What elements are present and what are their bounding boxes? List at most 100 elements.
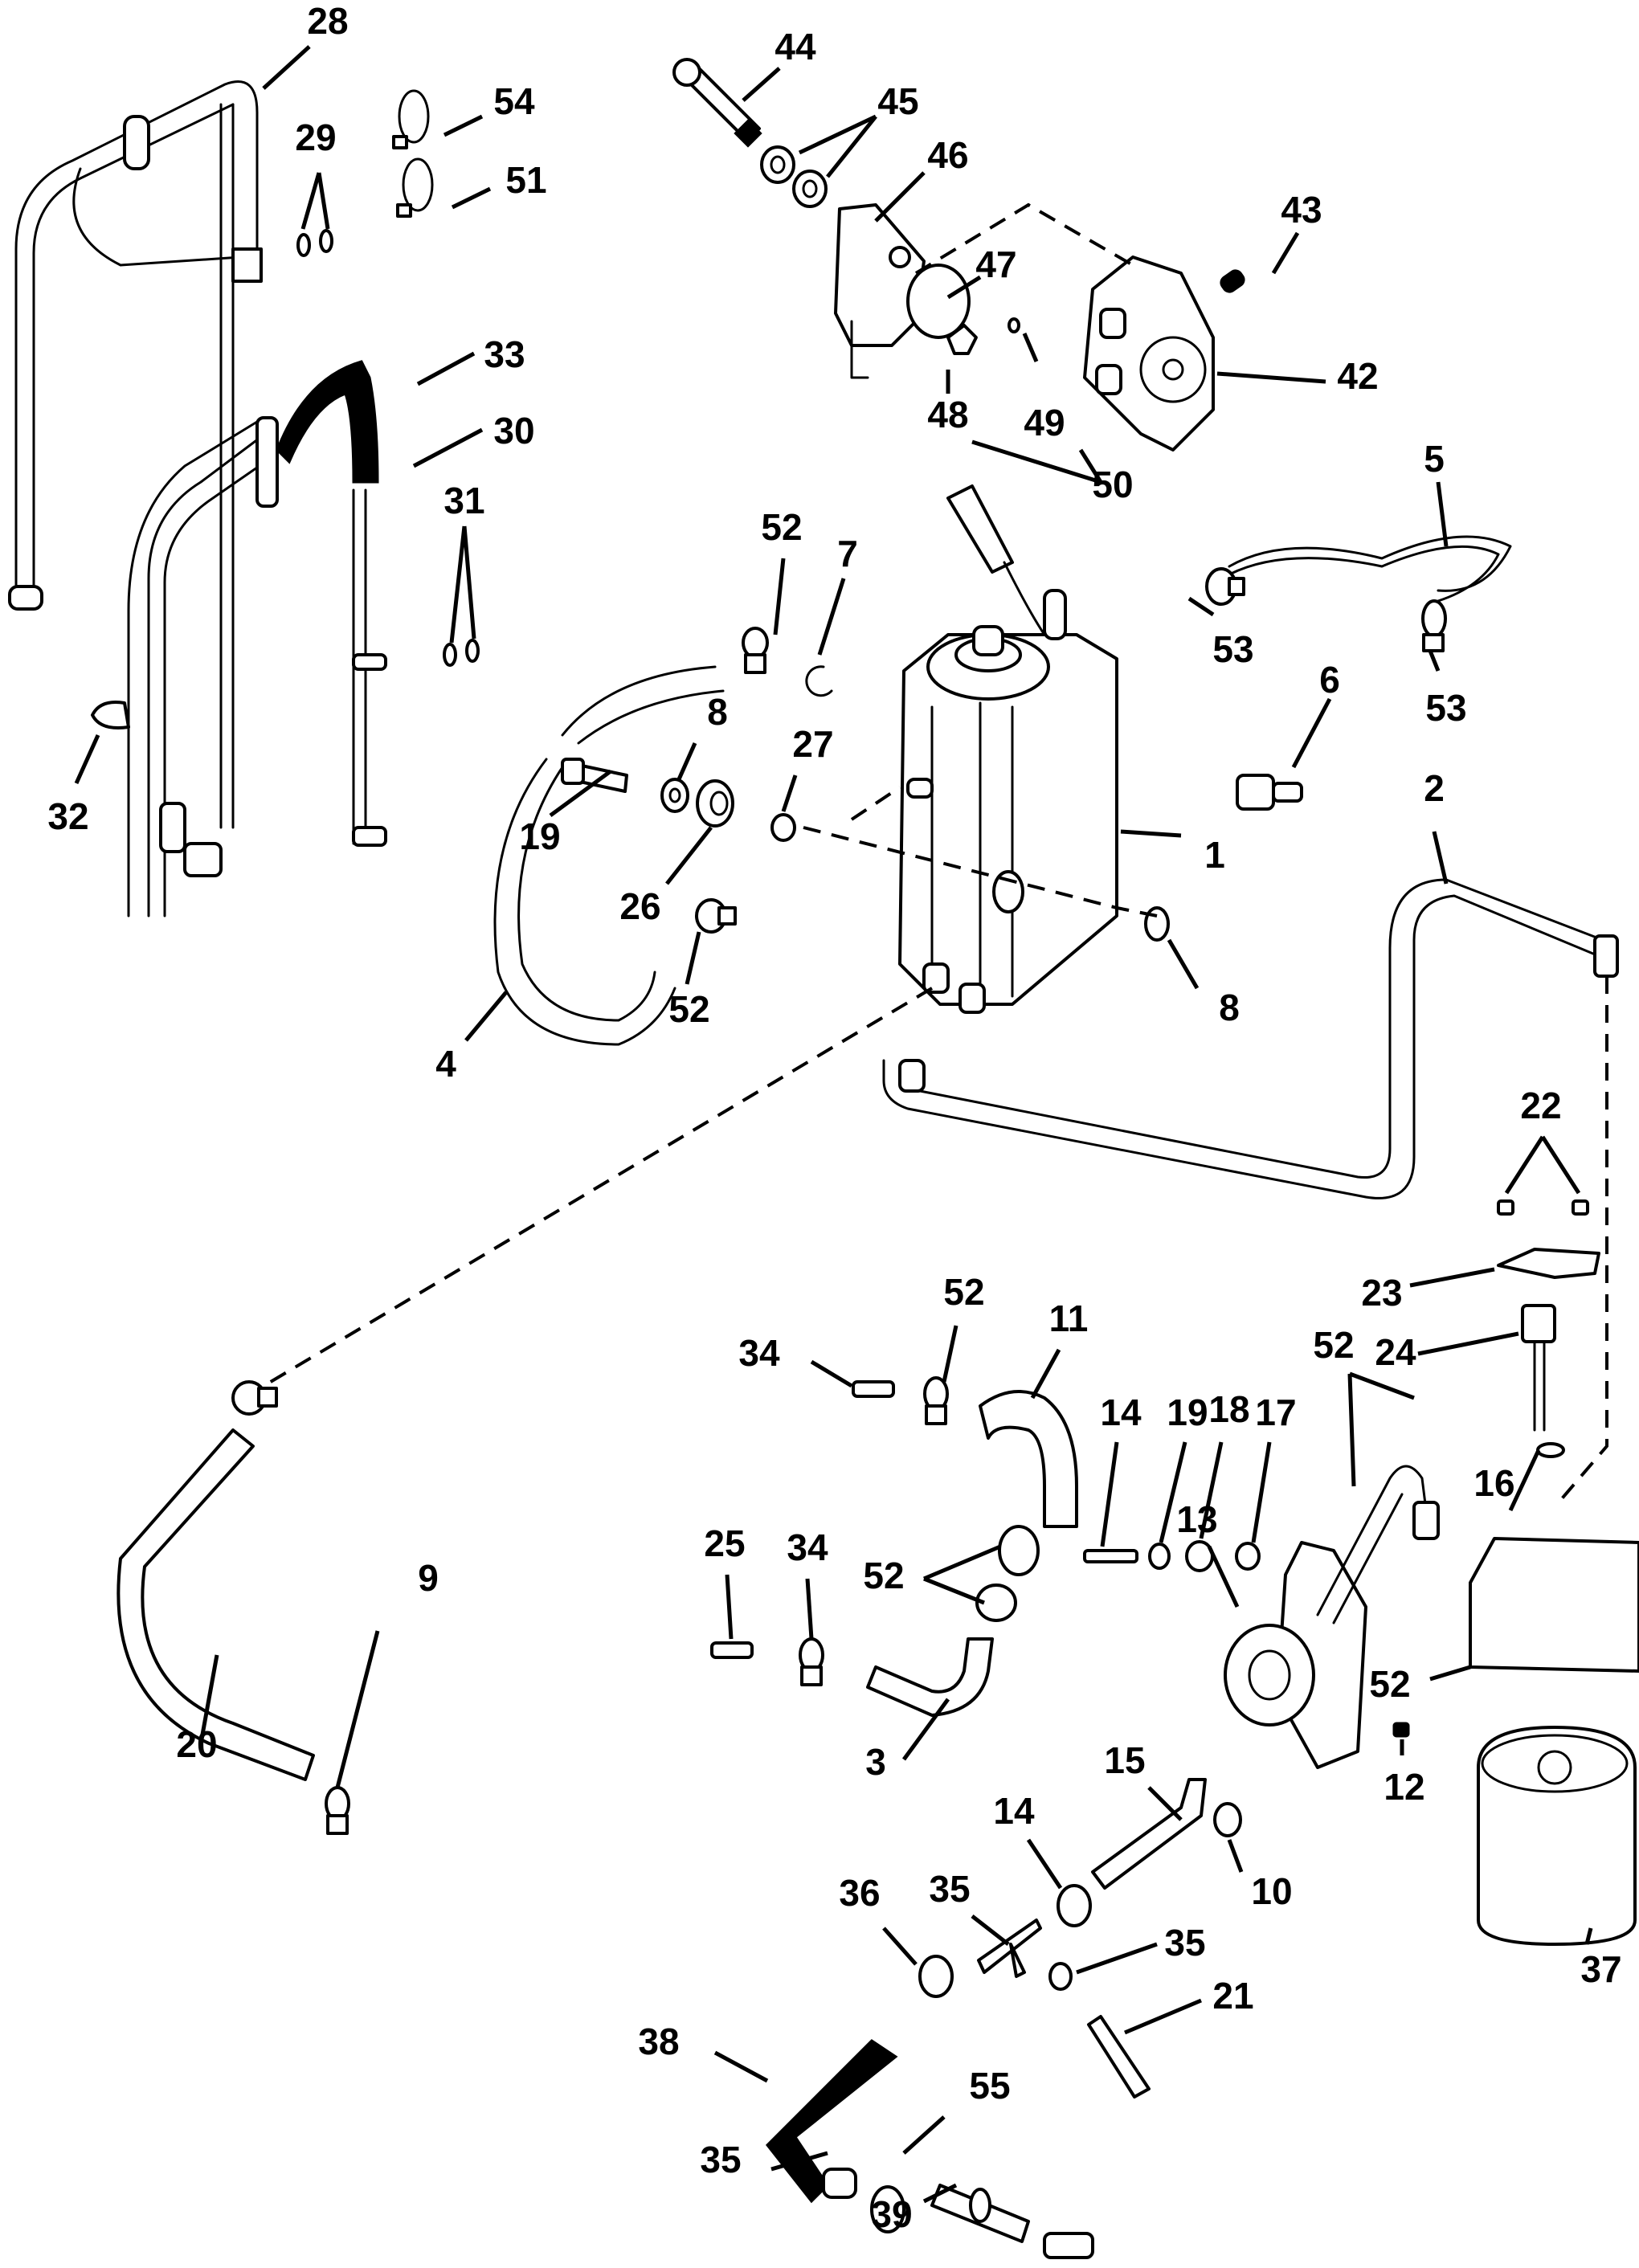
part-21-fuel-filter (1477, 1726, 1637, 1946)
part-17-grommet (1185, 1540, 1214, 1572)
callout-11: 11 (1049, 1297, 1089, 1339)
part-14-clamp-b (1213, 1802, 1242, 1837)
part-11-hose (979, 1390, 1078, 1528)
callout-18: 19 (1167, 1391, 1208, 1433)
leader-6 (1291, 697, 1332, 769)
callout-43: 43 (1281, 189, 1322, 231)
leader-26 (665, 826, 713, 885)
callout-16: 17 (1255, 1391, 1296, 1433)
callout-52a: 52 (761, 506, 802, 548)
callout-19a: 19 (519, 815, 560, 857)
leader-32 (74, 734, 100, 785)
leader-5 (1436, 481, 1449, 547)
callout-51: 51 (505, 159, 546, 201)
callout-32: 32 (47, 795, 88, 837)
leader-11 (1030, 1348, 1061, 1400)
leader-13 (923, 1544, 1001, 1605)
part-34-fitting-a (852, 1380, 895, 1398)
callout-47: 47 (975, 243, 1016, 285)
part-34-fitting-b (710, 1641, 754, 1659)
leader-50 (971, 439, 1103, 484)
leader-14b (1227, 1839, 1244, 1873)
leader-52e (805, 1578, 814, 1640)
callout-25: 16 (1473, 1462, 1514, 1504)
part-15-screw (1392, 1722, 1410, 1738)
part-19-screw-b (1083, 1549, 1138, 1563)
callout-55: 38 (638, 2021, 679, 2062)
callout-19b: 14 (1100, 1391, 1142, 1433)
leader-35a (1026, 1838, 1063, 1890)
part-33-sleeve (276, 360, 379, 484)
callout-14a: 52 (1313, 1324, 1354, 1366)
callout-13: 52 (863, 1555, 904, 1596)
callout-52f: 9 (418, 1557, 439, 1599)
leader-12 (901, 1698, 950, 1761)
leader-14a (1347, 1371, 1415, 1487)
leader-45 (798, 114, 877, 178)
callout-44: 44 (775, 26, 816, 67)
callout-35b: 36 (839, 1872, 880, 1914)
callout-45: 45 (877, 80, 918, 122)
callout-27: 27 (792, 723, 833, 765)
part-8-washer-b (1144, 906, 1170, 942)
callout-40: 39 (871, 2193, 912, 2235)
part-39-hose (822, 2168, 857, 2199)
part-52-clamp-c (923, 1376, 949, 1425)
callout-30: 30 (493, 410, 534, 452)
callout-21: 37 (1580, 1948, 1621, 1990)
callout-34a: 34 (738, 1332, 780, 1374)
callout-6: 6 (1319, 659, 1340, 701)
leader-49 (1022, 333, 1039, 362)
part-29-o-rings (296, 229, 333, 257)
part-8-washer-a (660, 778, 689, 813)
part-3-hose (116, 1428, 315, 1781)
part-30-fuel-rail (127, 416, 387, 917)
part-52-clamp-d (799, 1637, 824, 1686)
part-4-hose (493, 665, 725, 1046)
callout-3: 20 (176, 1723, 217, 1765)
part-20-filter-housing (1469, 1537, 1639, 1673)
part-52-clamp-a (742, 627, 769, 674)
part-27-bushing (770, 813, 796, 842)
leader-40 (922, 2183, 958, 2204)
callout-35c: 55 (969, 2065, 1010, 2107)
callout-35a: 14 (993, 1790, 1035, 1832)
leader-35c (902, 2115, 946, 2155)
part-32-cap (91, 701, 130, 729)
leader-1 (1120, 829, 1182, 838)
part-49-o-ring (1008, 317, 1020, 333)
callout-7: 7 (837, 533, 858, 574)
leader-35b (882, 1927, 918, 1966)
part-10-hose (1091, 1778, 1207, 1890)
leader-2 (1432, 831, 1449, 885)
leader-37 (1076, 1942, 1158, 1975)
part-13-clamp-b (975, 1584, 1017, 1622)
callout-52c: 52 (943, 1271, 984, 1313)
leader-42 (1216, 371, 1326, 384)
callout-46: 46 (927, 134, 968, 176)
callout-48: 48 (927, 394, 968, 435)
callout-33: 33 (484, 333, 525, 375)
callout-50: 50 (1092, 464, 1133, 505)
callout-24: 24 (1375, 1331, 1416, 1373)
leader-52b (685, 931, 701, 985)
part-16-bushing (1235, 1542, 1261, 1571)
leader-44 (742, 67, 781, 102)
leader-8a (676, 742, 697, 781)
callout-29: 29 (295, 116, 336, 158)
callout-15: 12 (1384, 1766, 1424, 1808)
callout-36: 35 (929, 1868, 970, 1910)
assembly-line-5 (850, 786, 901, 821)
part-24-water-sensor (1521, 1304, 1556, 1432)
part-12-hose (866, 1637, 994, 1717)
leader-23 (1409, 1267, 1495, 1288)
part-23-plate (1497, 1248, 1600, 1279)
leader-54 (443, 114, 484, 137)
leader-53b (1428, 650, 1441, 672)
leader-52c (942, 1325, 958, 1383)
assembly-line-4 (914, 202, 1134, 275)
leader-27 (781, 774, 798, 812)
part-35-clamp-a (1057, 1884, 1092, 1927)
part-9-fuel-pump (1224, 1465, 1440, 1769)
callout-53b: 53 (1425, 687, 1466, 729)
